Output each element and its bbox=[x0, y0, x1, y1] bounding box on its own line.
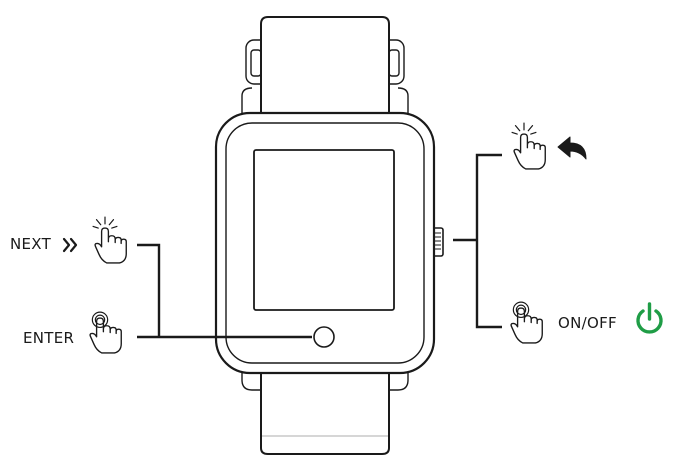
double-chevron-right-icon bbox=[62, 237, 78, 253]
power-icon bbox=[636, 302, 663, 334]
next-label: NEXT bbox=[10, 235, 52, 253]
enter-label: ENTER bbox=[23, 329, 75, 347]
smartwatch bbox=[214, 16, 444, 455]
tap-hand-icon bbox=[511, 122, 546, 170]
on-off-label: ON/OFF bbox=[558, 314, 617, 332]
back-arrow-icon bbox=[557, 136, 587, 160]
home-button bbox=[313, 326, 335, 348]
tap-hand-icon bbox=[92, 216, 127, 264]
watch-screen bbox=[253, 149, 395, 311]
press-hand-icon bbox=[89, 311, 122, 354]
top-strap bbox=[260, 16, 390, 115]
press-hand-icon bbox=[510, 301, 543, 344]
bottom-strap bbox=[260, 355, 390, 455]
right-callout-lines bbox=[453, 153, 502, 329]
left-callout-lines bbox=[137, 243, 312, 339]
